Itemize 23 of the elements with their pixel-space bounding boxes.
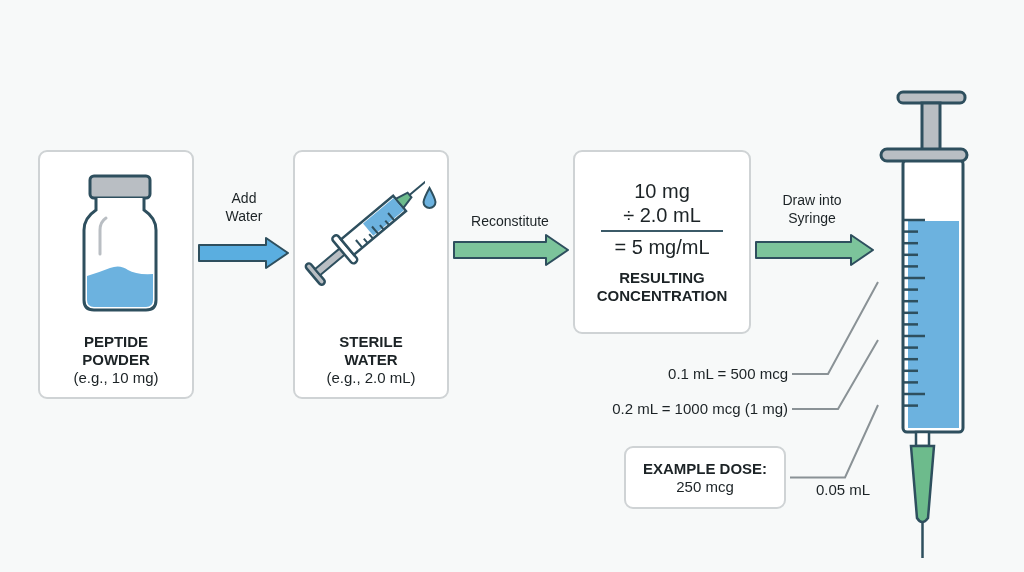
formula-line: 10 mg <box>634 179 690 203</box>
step-card <box>624 446 786 509</box>
leader-line <box>791 339 879 410</box>
dose-annotation: 0.1 mL = 500 mcg <box>600 364 788 384</box>
amount-note: (e.g., 10 mg) <box>73 369 159 387</box>
formula-result: = 5 mg/mL <box>614 235 710 259</box>
leader-line <box>791 281 879 375</box>
arrow <box>755 234 874 266</box>
leader-line <box>789 404 879 479</box>
step-card <box>293 150 449 399</box>
syringe-drawing <box>878 88 970 560</box>
arrow <box>453 234 569 266</box>
formula-line: ÷ 2.0 mL <box>623 203 701 227</box>
dose-annotation: 0.2 mL = 1000 mcg (1 mg) <box>560 399 788 419</box>
step-card <box>38 150 194 399</box>
arrow <box>198 237 289 269</box>
step-card <box>573 150 751 334</box>
item-title: PEPTIDE POWDER <box>81 333 151 369</box>
dose-value: 250 mcg <box>676 477 734 496</box>
result-title: RESULTING CONCENTRATION <box>595 269 729 305</box>
item-title: STERILE WATER <box>338 333 404 369</box>
amount-note: (e.g., 2.0 mL) <box>326 369 416 387</box>
dose-title: EXAMPLE DOSE: <box>642 459 768 478</box>
